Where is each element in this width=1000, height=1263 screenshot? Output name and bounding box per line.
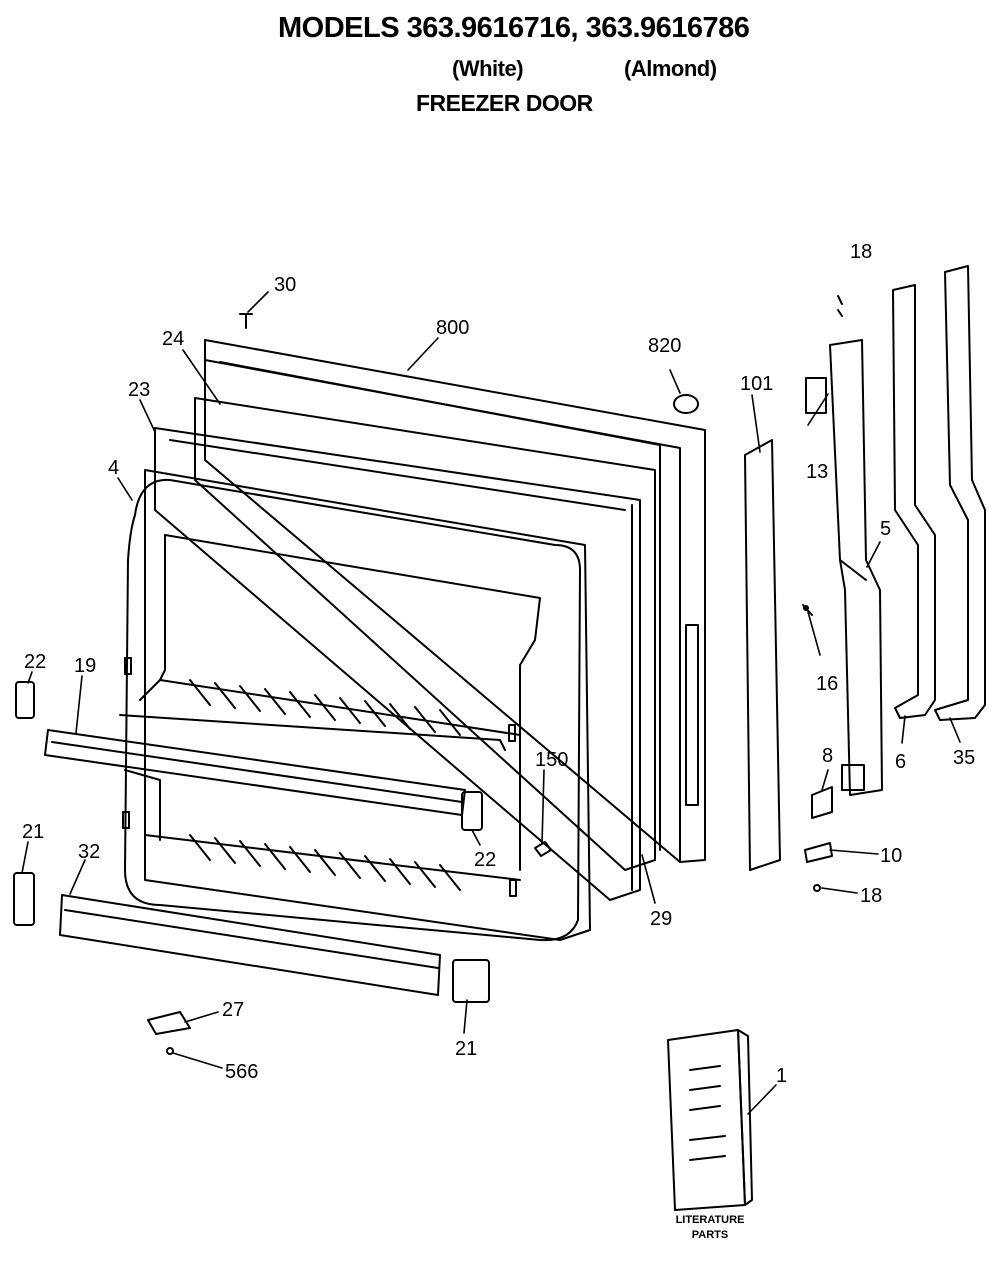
screw-18-bottom [813,884,821,892]
callout-1: 1 [776,1065,787,1087]
callout-4: 4 [108,457,119,479]
variant-white-label: (White) [452,56,524,81]
trim-strip-6 [892,284,936,719]
callout-800: 800 [436,317,469,339]
door-gasket [154,397,656,901]
shelf-rail-32 [59,894,441,996]
shelf-rail-19 [44,729,466,816]
rail-bracket-21-right [452,959,490,1003]
outer-door-panel [204,339,706,863]
screw-18-top [837,295,843,317]
literature-label-line1: LITERATURE [675,1214,745,1226]
screw-16 [802,604,813,616]
callout-150: 150 [535,749,568,771]
callout-27: 27 [222,999,244,1021]
callout-10: 10 [880,845,902,867]
inner-door-liner [119,469,591,942]
screw-566 [166,1047,174,1055]
callout-30: 30 [274,274,296,296]
callout-8: 8 [822,745,833,767]
callout-21-right: 21 [455,1038,477,1060]
callout-18-bottom: 18 [860,885,882,907]
leader-lines [21,291,961,1115]
page-title: MODELS 363.9616716, 363.9616786 [278,12,750,44]
callout-32: 32 [78,841,100,863]
callout-101: 101 [740,373,773,395]
literature-label-line2: PARTS [691,1229,729,1241]
hinge-10 [804,842,833,863]
door-strip-101 [744,439,781,871]
callout-29: 29 [650,908,672,930]
cover-13 [805,377,827,414]
clip-150 [534,841,552,857]
callout-13: 13 [806,461,828,483]
section-subtitle: FREEZER DOOR [416,90,593,116]
callout-24: 24 [162,328,184,350]
callout-23: 23 [128,379,150,401]
callout-16: 16 [816,673,838,695]
callout-18-top: 18 [850,241,872,263]
door-handle-5 [829,339,883,796]
callout-numbers: 30 800 820 24 23 4 101 18 13 5 16 8 6 35… [22,241,975,1087]
callout-35: 35 [953,747,975,769]
rail-bracket-21-left [13,872,35,926]
screw-30 [239,313,253,329]
callout-22-left: 22 [24,651,46,673]
plug-820 [673,394,699,414]
callout-5: 5 [880,518,891,540]
callout-6: 6 [895,751,906,773]
callout-22-right: 22 [474,849,496,871]
literature-booklet [667,1029,753,1211]
trim-strip-35 [934,265,986,721]
callout-820: 820 [648,335,681,357]
variant-almond-label: (Almond) [624,56,717,81]
callout-566: 566 [225,1061,258,1083]
stop-27 [147,1011,191,1035]
cap-8 [811,786,833,819]
callout-19: 19 [74,655,96,677]
rail-bracket-22-left [15,681,35,719]
callout-21-left: 21 [22,821,44,843]
